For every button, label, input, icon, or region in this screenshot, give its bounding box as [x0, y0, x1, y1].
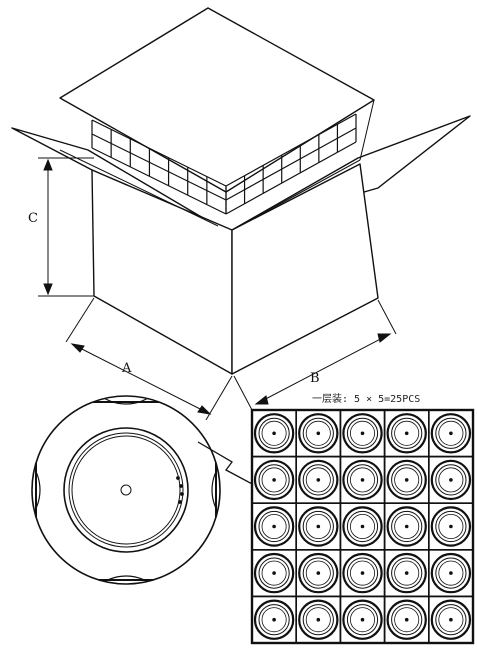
carton-right-face — [231, 163, 379, 375]
divider-insert — [91, 113, 357, 215]
carton-box — [11, 7, 471, 375]
grid-cell — [427, 595, 474, 644]
dimension-b-label: B — [310, 371, 320, 386]
dimension-a — [65, 297, 233, 421]
grid-cell — [427, 409, 474, 458]
detail-connector — [197, 441, 257, 487]
carton-fold-lines — [59, 99, 375, 229]
dimension-b — [233, 299, 397, 411]
grid-cell — [427, 455, 474, 505]
divider-arm — [91, 119, 227, 215]
dimension-a-label: A — [121, 361, 132, 376]
carton-left-face — [91, 169, 233, 375]
dimension-c-label: C — [28, 211, 38, 226]
dimension-c — [38, 157, 94, 297]
layer-spec-label: 一层装: 5 × 5=25PCS — [312, 392, 420, 405]
divider-arm — [225, 113, 357, 215]
layer-grid — [250, 408, 475, 645]
grid-cell — [251, 595, 298, 644]
